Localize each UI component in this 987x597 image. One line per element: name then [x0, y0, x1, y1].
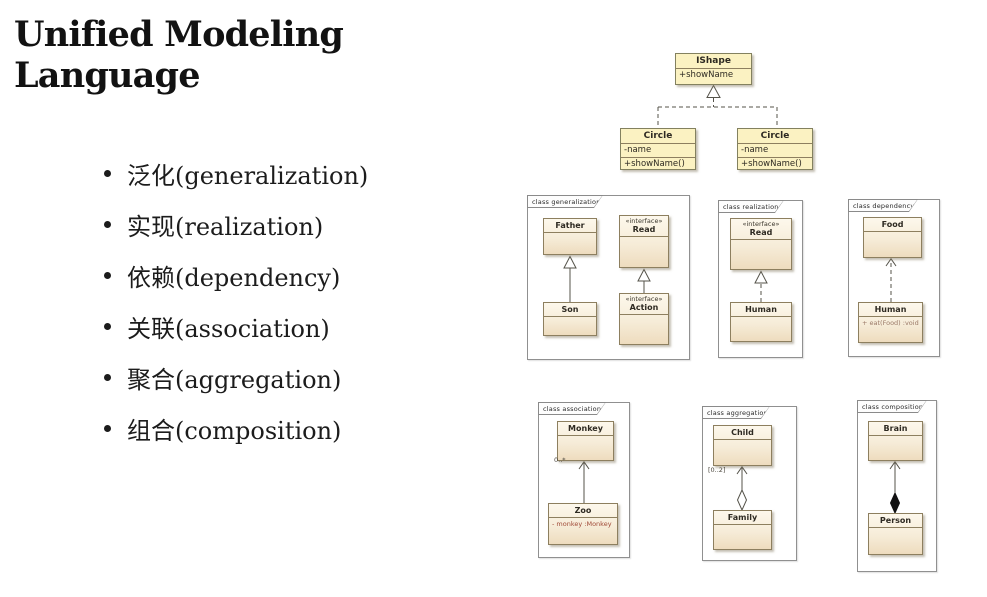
bullet-icon: [104, 169, 111, 177]
stereotype-label: «interface»: [625, 295, 663, 303]
class-name: Brain: [883, 424, 908, 433]
panel-tab-association: class association: [538, 402, 606, 415]
class-box-father: Father: [543, 218, 597, 255]
stereotype-label: «interface»: [625, 217, 663, 225]
interface-box-read: «interface» Read: [619, 215, 669, 268]
class-body: [620, 236, 668, 267]
panel-tab-label: class association: [543, 404, 602, 413]
class-member: +showName(): [738, 157, 812, 171]
class-box-person: Person: [868, 513, 923, 555]
class-name: Circle: [643, 131, 673, 141]
class-box-monkey: Monkey: [557, 421, 614, 461]
class-name: IShape: [696, 56, 731, 66]
panel-tab-label: class composition: [862, 402, 924, 411]
class-box-brain: Brain: [868, 421, 923, 461]
uml-relationship-list: 泛化(generalization) 实现(realization) 依赖(de…: [104, 158, 504, 464]
class-name: Read: [632, 225, 656, 234]
list-item: 关联(association): [104, 311, 504, 343]
class-header: «interface» Read: [731, 219, 791, 239]
class-body: [714, 439, 771, 465]
class-body: [558, 435, 613, 460]
class-box-ishape: IShape +showName: [675, 53, 752, 85]
bullet-icon: [104, 220, 111, 228]
class-method: + eat(Food) :void: [859, 316, 922, 330]
panel-tab-composition: class composition: [857, 400, 927, 413]
bullet-icon: [104, 271, 111, 279]
class-name: Monkey: [568, 424, 603, 433]
list-item: 实现(realization): [104, 209, 504, 241]
class-body: [869, 435, 922, 460]
class-header: «interface» Read: [620, 216, 668, 236]
class-box-food: Food: [863, 217, 922, 258]
panel-tab-label: class dependency: [853, 201, 915, 210]
class-body: [731, 239, 791, 269]
list-item: 依赖(dependency): [104, 260, 504, 292]
class-name: Child: [731, 428, 754, 437]
class-body: [544, 232, 596, 254]
list-item-label: 泛化(generalization): [127, 161, 369, 190]
panel-tab-label: class realization: [723, 202, 779, 211]
class-member: -name: [738, 143, 812, 157]
class-name: Food: [881, 220, 904, 229]
panel-tab-generalization: class generalization: [527, 195, 603, 208]
class-body: [731, 316, 791, 341]
class-box-human: Human: [730, 302, 792, 342]
class-name: Read: [749, 228, 773, 237]
class-member: +showName: [676, 68, 751, 82]
list-item-label: 依赖(dependency): [127, 263, 341, 292]
class-name: Person: [879, 516, 912, 525]
bullet-icon: [104, 322, 111, 330]
class-header: «interface» Action: [620, 294, 668, 314]
class-body: [714, 524, 771, 549]
class-box-human: Human + eat(Food) :void: [858, 302, 923, 343]
class-name: Son: [561, 305, 579, 314]
class-member: +showName(): [621, 157, 695, 171]
class-name: Zoo: [574, 506, 592, 515]
class-member: -name: [621, 143, 695, 157]
class-name: Circle: [760, 131, 790, 141]
panel-tab-label: class generalization: [532, 197, 601, 206]
list-item-label: 实现(realization): [127, 212, 324, 241]
class-attribute: - monkey :Monkey: [549, 517, 617, 531]
class-box-son: Son: [543, 302, 597, 336]
bullet-icon: [104, 424, 111, 432]
list-item: 组合(composition): [104, 413, 504, 445]
list-item: 泛化(generalization): [104, 158, 504, 190]
hollow-triangle-icon: [706, 84, 721, 98]
interface-box-read: «interface» Read: [730, 218, 792, 270]
class-name: Family: [727, 513, 758, 522]
class-name: Father: [555, 221, 585, 230]
dashed-line: [657, 98, 778, 127]
list-item-label: 组合(composition): [127, 416, 342, 445]
class-name: Human: [745, 305, 777, 314]
class-body: [620, 314, 668, 344]
class-body: [869, 527, 922, 554]
page-title: Unified Modeling Language: [14, 14, 344, 96]
multiplicity-label: [0..2]: [708, 466, 726, 474]
class-box-zoo: Zoo - monkey :Monkey: [548, 503, 618, 545]
panel-tab-aggregation: class aggregation: [702, 406, 770, 419]
list-item: 聚合(aggregation): [104, 362, 504, 394]
interface-box-action: «interface» Action: [619, 293, 669, 345]
class-box-child: Child: [713, 425, 772, 466]
panel-tab-dependency: class dependency: [848, 199, 918, 212]
list-item-label: 聚合(aggregation): [127, 365, 342, 394]
stereotype-label: «interface»: [742, 220, 780, 228]
class-body: [544, 316, 596, 335]
bullet-icon: [104, 373, 111, 381]
class-box-circle-left: Circle -name +showName(): [620, 128, 696, 170]
class-body: [864, 231, 921, 257]
class-box-circle-right: Circle -name +showName(): [737, 128, 813, 170]
class-name: Human: [874, 305, 907, 314]
class-name: Action: [629, 303, 659, 312]
panel-tab-label: class aggregation: [707, 408, 768, 417]
multiplicity-label: 0..*: [554, 456, 566, 464]
class-box-family: Family: [713, 510, 772, 550]
list-item-label: 关联(association): [127, 314, 330, 343]
panel-tab-realization: class realization: [718, 200, 784, 213]
